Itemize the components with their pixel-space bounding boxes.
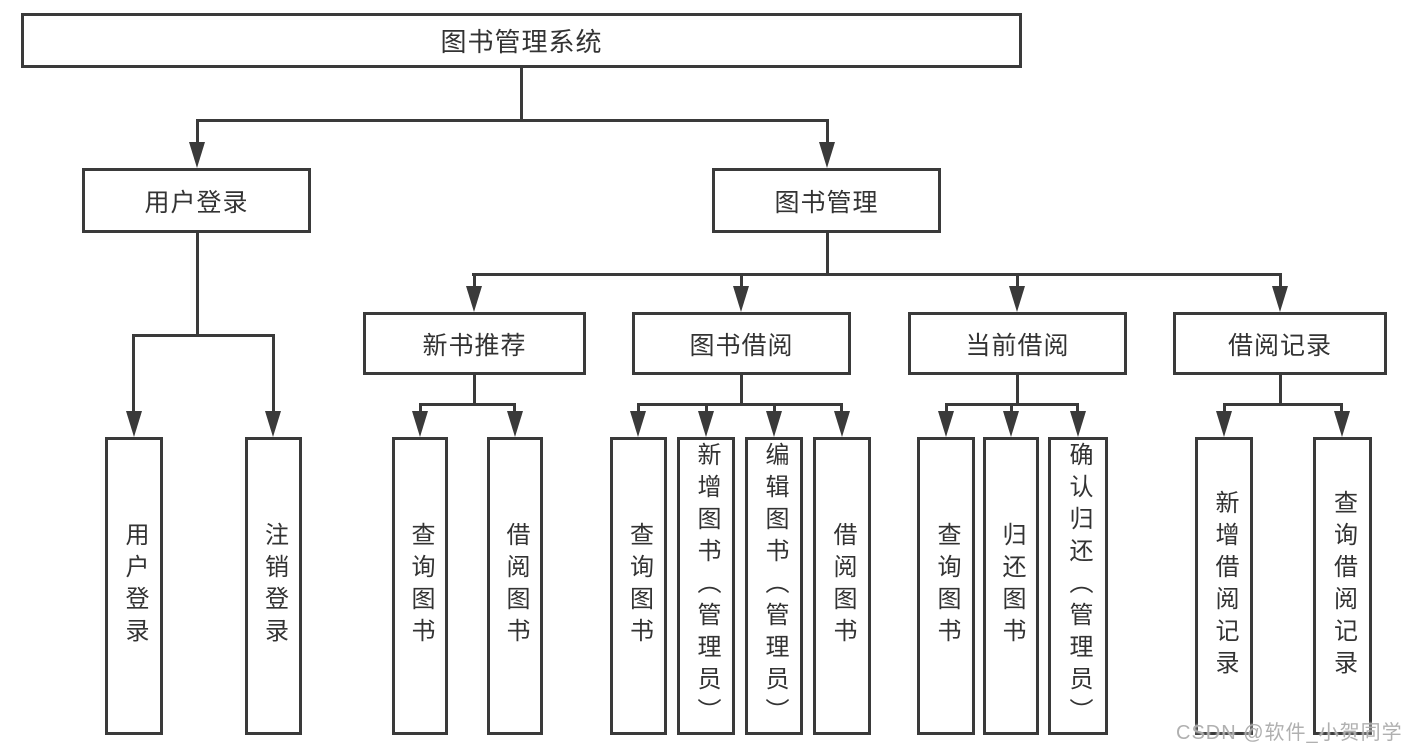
arrowhead-s1c0 [630,411,646,437]
arrowhead-s2c0 [938,411,954,437]
leaf-node-add-borrow-record: 新增借阅记录 [1195,437,1253,735]
root-node-label: 图书管理系统 [440,27,603,57]
connector-book-mgmt-stub [826,119,829,147]
section-node-label: 借阅记录 [1227,331,1332,360]
connector-s2c1-stub [1010,403,1013,415]
section-node-label: 新书推荐 [422,331,527,360]
leaf-node-return-books: 归还图书 [983,437,1039,735]
user-login-node-label: 用户登录 [144,188,249,217]
leaf-node-query-books-1: 查询图书 [392,437,448,735]
connector-s3c0-stub [1223,403,1226,415]
arrowhead-s2c2 [1070,411,1086,437]
arrowhead-user-login [189,142,205,168]
leaf-node-confirm-return-admin: 确认归还（管理员） [1048,437,1108,735]
leaf-node-label: 查询借阅记录 [1329,490,1357,682]
connector-s1c2-stub [773,403,776,415]
arrowhead-s1c3 [834,411,850,437]
section-node-label: 图书借阅 [689,331,794,360]
csdn-watermark: CSDN @软件_小贺同学 [1176,722,1403,744]
connector-s1c1-stub [705,403,708,415]
leaf-node-query-books-2: 查询图书 [610,437,667,735]
arrowhead-book-mgmt [819,142,835,168]
section-node-borrow-records: 借阅记录 [1173,312,1387,375]
connector-level2-bar [196,119,829,122]
connector-s1-bar [637,403,843,406]
arrowhead-s0c0 [412,411,428,437]
leaf-node-label: 新增借阅记录 [1211,490,1238,682]
arrowhead-s0c1 [507,411,523,437]
connector-sections-bar [472,273,1282,276]
connector-book-mgmt-drop [826,233,829,276]
leaf-node-label: 借阅图书 [502,522,529,650]
book-management-node: 图书管理 [712,168,941,233]
book-management-node-label: 图书管理 [774,188,879,217]
leaf-node-label: 查询图书 [933,522,960,650]
arrowhead-section1 [733,286,749,312]
leaf-node-borrow-books-2: 借阅图书 [813,437,871,735]
connector-s0-drop [473,375,476,406]
connector-ul-leaf0-stub [132,334,135,414]
arrowhead-s1c1 [698,411,714,437]
connector-s3-drop [1279,375,1282,406]
leaf-node-label: 确认归还（管理员） [1065,442,1092,730]
connector-section1-stub [740,273,743,289]
leaf-node-label: 查询图书 [407,522,434,650]
leaf-node-label: 编辑图书（管理员） [761,442,788,730]
connector-s3c1-stub [1340,403,1343,415]
leaf-node-label: 归还图书 [998,522,1025,650]
user-login-node: 用户登录 [82,168,311,233]
arrowhead-s3c0 [1216,411,1232,437]
section-node-new-books: 新书推荐 [363,312,586,375]
leaf-node-label: 新增图书（管理员） [693,442,720,730]
leaf-node-label: 借阅图书 [829,522,856,650]
section-node-book-borrow: 图书借阅 [632,312,851,375]
root-node: 图书管理系统 [21,13,1022,68]
leaf-node-add-books-admin: 新增图书（管理员） [677,437,735,735]
connector-s1c3-stub [840,403,843,415]
connector-user-login-bar [132,334,275,337]
arrowhead-s3c1 [1334,411,1350,437]
leaf-node-label: 用户登录 [121,522,148,650]
connector-s1-drop [740,375,743,406]
connector-user-login-drop [196,233,199,336]
connector-root-drop [520,68,523,122]
leaf-node-query-borrow-record: 查询借阅记录 [1313,437,1372,735]
arrowhead-section0 [466,286,482,312]
connector-ul-leaf1-stub [272,334,275,414]
connector-s0c0-stub [419,403,422,415]
leaf-node-label: 注销登录 [260,522,288,650]
arrowhead-section2 [1009,286,1025,312]
connector-s1c0-stub [637,403,640,415]
arrowhead-s2c1 [1003,411,1019,437]
arrowhead-ul-leaf0 [126,411,142,437]
leaf-node-logout: 注销登录 [245,437,302,735]
arrowhead-s1c2 [766,411,782,437]
leaf-node-borrow-books-1: 借阅图书 [487,437,543,735]
leaf-node-query-books-3: 查询图书 [917,437,975,735]
connector-s0-bar [419,403,516,406]
connector-s2c0-stub [945,403,948,415]
connector-s0c1-stub [513,403,516,415]
arrowhead-ul-leaf1 [265,411,281,437]
connector-s2-drop [1016,375,1019,406]
leaf-node-edit-books-admin: 编辑图书（管理员） [745,437,803,735]
leaf-node-user-login: 用户登录 [105,437,163,735]
connector-s3-bar [1223,403,1343,406]
leaf-node-label: 查询图书 [625,522,653,650]
connector-section2-stub [1016,273,1019,289]
connector-section3-stub [1279,273,1282,289]
arrowhead-section3 [1272,286,1288,312]
connector-s2c2-stub [1076,403,1079,415]
connector-section0-stub [473,273,476,289]
section-node-label: 当前借阅 [965,331,1070,360]
section-node-current-borrow: 当前借阅 [908,312,1127,375]
connector-user-login-stub [196,119,199,147]
